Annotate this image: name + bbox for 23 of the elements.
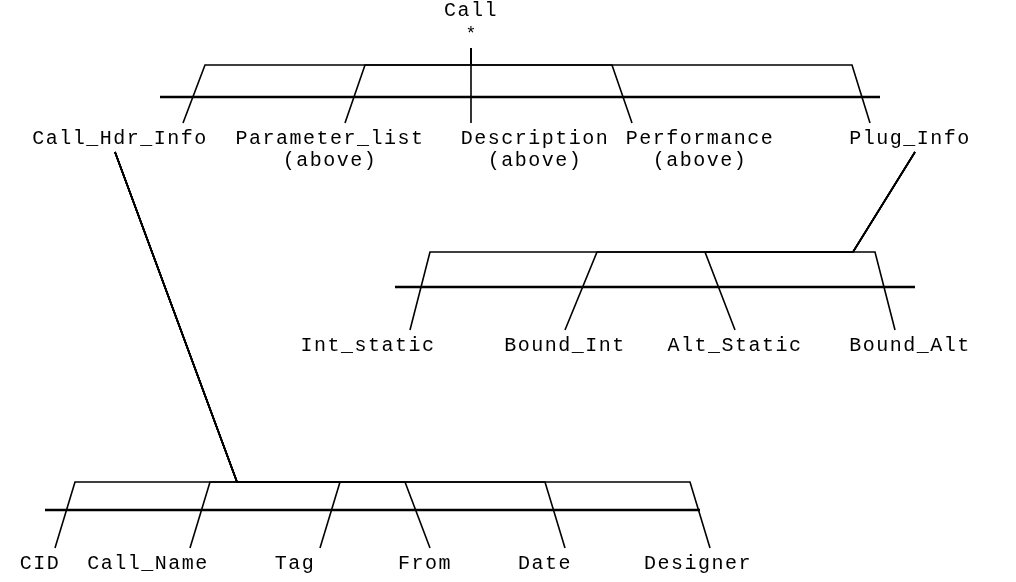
- node-text: Designer: [644, 553, 752, 575]
- node-text: CID: [19, 553, 61, 575]
- node-text: Call: [444, 0, 498, 22]
- connector-line: [851, 151, 916, 331]
- node-text: Description: [460, 128, 610, 150]
- node-text: Call_Name: [87, 553, 209, 575]
- repetition-mark: *: [465, 24, 477, 44]
- node-text: Alt_Static: [667, 335, 803, 357]
- node-text: From: [398, 553, 452, 575]
- node-text: Tag: [274, 553, 316, 575]
- node-text: Bound_Alt: [849, 335, 971, 357]
- node-text: Performance: [625, 128, 775, 150]
- node-text: (above): [487, 150, 583, 172]
- node-text: Parameter_list: [235, 128, 425, 150]
- node-text: (above): [652, 150, 748, 172]
- connector-line: [470, 47, 871, 124]
- node-text: Call_Hdr_Info: [32, 128, 208, 150]
- connector-line: [114, 151, 711, 549]
- node-text: Int_static: [300, 335, 436, 357]
- node-text: Date: [518, 553, 572, 575]
- node-text: Plug_Info: [849, 128, 971, 150]
- node-text: Bound_Int: [504, 335, 626, 357]
- node-text: (above): [282, 150, 378, 172]
